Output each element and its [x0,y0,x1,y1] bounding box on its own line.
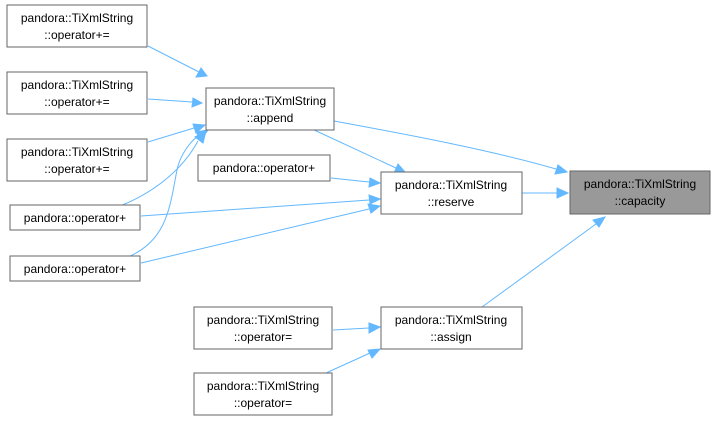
node-operator-plus-eq-3-line1: pandora::TiXmlString [21,145,133,159]
node-operator-assign-2-line1: pandora::TiXmlString [207,379,319,393]
node-append[interactable]: pandora::TiXmlString ::append [205,87,335,131]
edge-opplus-2-to-reserve [140,203,382,264]
edge-opplus-eq-3-to-append [147,123,207,143]
node-capacity[interactable]: pandora::TiXmlString ::capacity [569,170,711,215]
edge-opassign-1-to-assign [332,322,382,334]
edge-opplus-eq-1-to-append [147,45,208,78]
node-operator-assign-2-line2: ::operator= [234,396,292,410]
node-operator-plus-3[interactable]: pandora::operator+ [197,154,331,182]
node-capacity-line1: pandora::TiXmlString [584,177,696,191]
node-operator-plus-1-line1: pandora::operator+ [24,211,126,225]
edge-opplus-1-to-reserve [140,194,382,217]
node-append-line1: pandora::TiXmlString [214,94,326,108]
node-assign-line2: ::assign [430,330,471,344]
edge-opplus-3-to-reserve [330,177,382,188]
node-operator-plus-3-line1: pandora::operator+ [213,161,315,175]
node-append-line2: ::append [247,111,294,125]
node-operator-plus-eq-1-line1: pandora::TiXmlString [21,11,133,25]
node-operator-assign-1-line1: pandora::TiXmlString [207,313,319,327]
node-operator-plus-eq-3-line2: ::operator+= [44,162,109,176]
node-operator-plus-eq-1[interactable]: pandora::TiXmlString ::operator+= [6,4,148,48]
edge-append-to-capacity [333,120,569,175]
node-operator-assign-1-line2: ::operator= [234,330,292,344]
edge-opplus-2-to-append [127,129,210,258]
node-operator-plus-2-line1: pandora::operator+ [24,262,126,276]
edge-opplus-eq-2-to-append [147,97,204,108]
edge-opassign-2-to-assign [325,348,382,374]
node-reserve-line2: ::reserve [428,195,475,209]
edge-reserve-to-capacity [522,187,570,199]
node-capacity-line2: ::capacity [615,194,666,208]
node-assign[interactable]: pandora::TiXmlString ::assign [380,306,523,350]
node-operator-plus-eq-2[interactable]: pandora::TiXmlString ::operator+= [6,71,148,115]
node-operator-plus-eq-3[interactable]: pandora::TiXmlString ::operator+= [6,138,148,182]
node-operator-plus-eq-1-line2: ::operator+= [44,28,109,42]
node-operator-plus-eq-2-line2: ::operator+= [44,95,109,109]
edge-assign-to-capacity [481,216,607,308]
node-operator-assign-2[interactable]: pandora::TiXmlString ::operator= [193,372,333,416]
node-operator-plus-2[interactable]: pandora::operator+ [9,255,141,282]
node-operator-plus-1[interactable]: pandora::operator+ [9,204,141,231]
node-reserve-line1: pandora::TiXmlString [395,178,507,192]
node-operator-plus-eq-2-line1: pandora::TiXmlString [21,78,133,92]
node-assign-line1: pandora::TiXmlString [395,313,507,327]
node-reserve[interactable]: pandora::TiXmlString ::reserve [380,171,523,215]
node-operator-assign-1[interactable]: pandora::TiXmlString ::operator= [193,306,333,350]
